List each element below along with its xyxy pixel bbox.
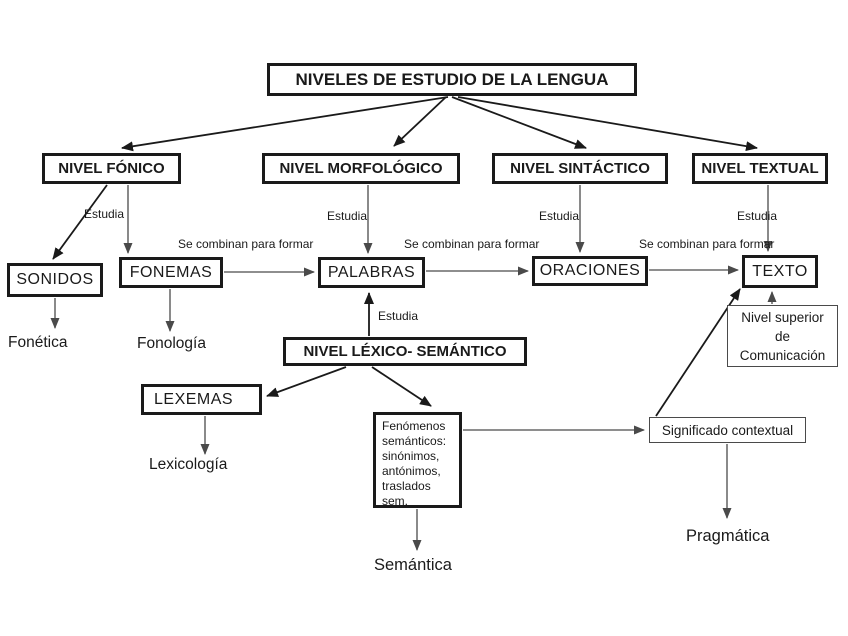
label-se-combinan-1: Se combinan para formar (178, 237, 314, 251)
edge-root-to-morfologico (393, 96, 447, 147)
fenomenos-line: sem. (382, 494, 409, 508)
node-fenomenos-semanticos: Fenómenos semánticos: sinónimos, antónim… (373, 412, 462, 508)
fenomenos-line: sinónimos, (382, 449, 440, 463)
label-fonetica: Fonética (8, 334, 68, 351)
node-nivel-morfologico: NIVEL MORFOLÓGICO (262, 153, 460, 184)
node-nivel-lexico-semantico: NIVEL LÉXICO- SEMÁNTICO (283, 337, 527, 366)
nivel-superior-line: de (774, 328, 791, 344)
node-oraciones: ORACIONES (532, 256, 648, 286)
node-nivel-sintactico: NIVEL SINTÁCTICO (492, 153, 668, 184)
edge-significado-to-texto (655, 288, 741, 417)
node-significado-contextual: Significado contextual (649, 417, 806, 443)
edge-root-to-textual (457, 96, 758, 152)
label-estudia-textual: Estudia (737, 209, 778, 223)
node-palabras: PALABRAS (318, 257, 425, 288)
node-nivel-superior-comunicacion: Nivel superior de Comunicación (727, 305, 838, 367)
edge-fonico-to-sonidos (52, 184, 108, 260)
fenomenos-line: traslados (382, 479, 431, 493)
label-pragmatica: Pragmática (686, 527, 770, 545)
edge-lexico-to-lexemas (266, 366, 347, 397)
label-estudia-fonico: Estudia (84, 207, 125, 221)
fenomenos-line: semánticos: (382, 434, 447, 448)
label-estudia-morfologico: Estudia (327, 209, 368, 223)
label-semantica: Semántica (374, 556, 452, 574)
nivel-superior-line: Nivel superior (741, 309, 824, 325)
node-texto: TEXTO (742, 255, 818, 288)
node-root-title: NIVELES DE ESTUDIO DE LA LENGUA (267, 63, 637, 96)
fenomenos-line: Fenómenos (382, 419, 446, 433)
label-estudia-sintactico: Estudia (539, 209, 580, 223)
edge-root-to-fonico (121, 96, 449, 152)
label-estudia-lexico: Estudia (378, 309, 419, 323)
label-lexicologia: Lexicología (149, 456, 228, 473)
label-se-combinan-2: Se combinan para formar (404, 237, 540, 251)
label-fonologia: Fonología (137, 335, 206, 352)
node-nivel-fonico: NIVEL FÓNICO (42, 153, 181, 184)
node-sonidos: SONIDOS (7, 263, 103, 297)
node-lexemas: LEXEMAS (141, 384, 262, 415)
node-fonemas: FONEMAS (119, 257, 223, 288)
edge-root-to-sintactico (451, 96, 587, 149)
fenomenos-line: antónimos, (382, 464, 441, 478)
nivel-superior-line: Comunicación (739, 347, 826, 363)
node-nivel-textual: NIVEL TEXTUAL (692, 153, 828, 184)
label-se-combinan-3: Se combinan para formar (639, 237, 775, 251)
edge-lexico-to-fenomenos (371, 366, 432, 407)
